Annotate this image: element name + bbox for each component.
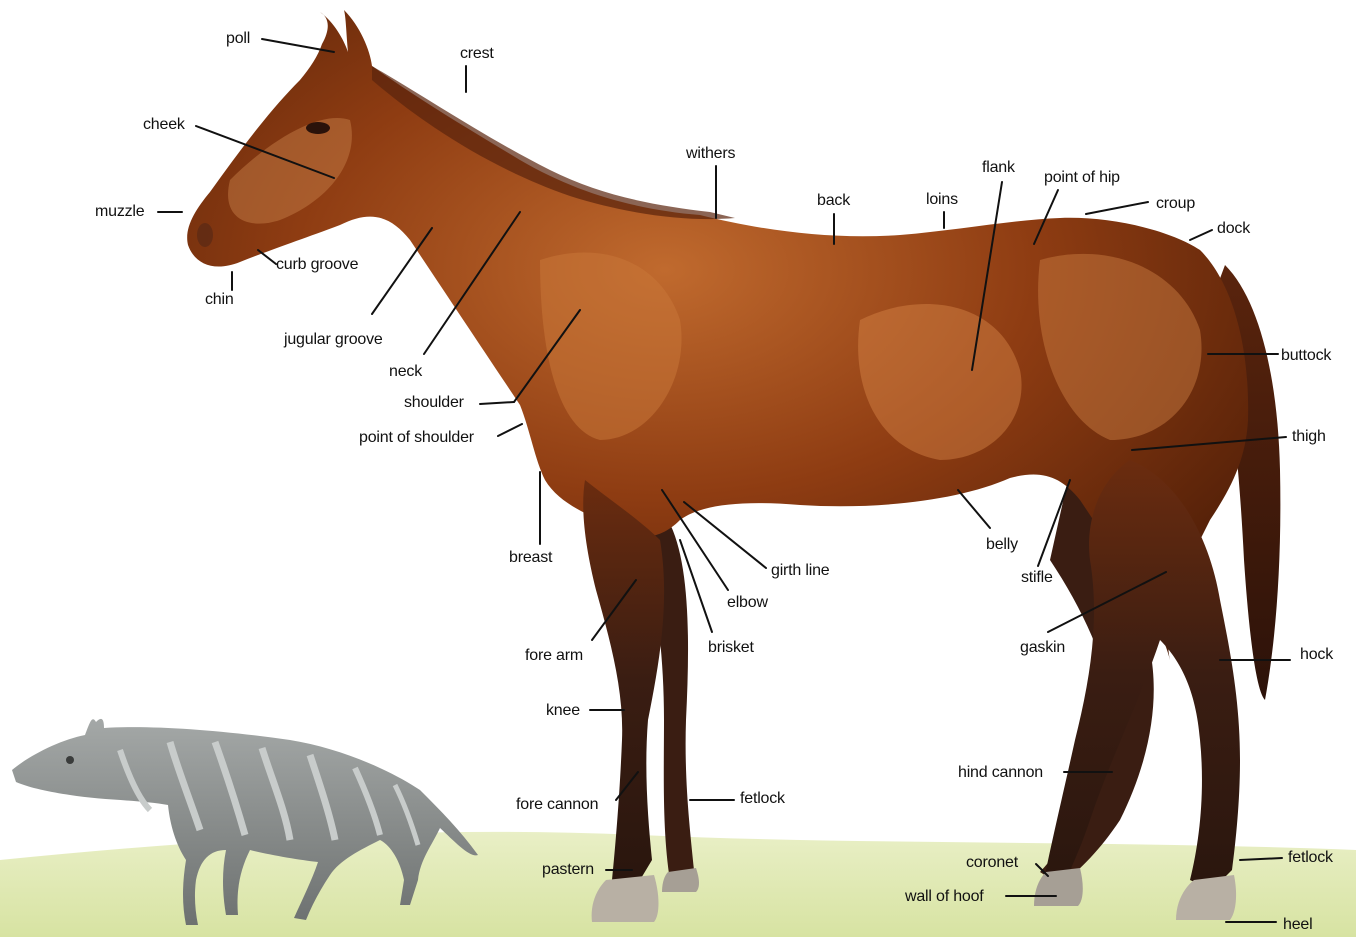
label-point-of-hip: point of hip <box>1044 169 1120 187</box>
label-girth-line: girth line <box>771 562 829 580</box>
label-hind-cannon: hind cannon <box>958 764 1043 782</box>
leader-shoulder <box>480 402 514 404</box>
leader-dock <box>1190 230 1212 240</box>
leader-belly <box>958 490 990 528</box>
horse-nostril <box>197 223 213 247</box>
label-stifle: stifle <box>1021 569 1053 587</box>
label-back: back <box>817 192 850 210</box>
label-gaskin: gaskin <box>1020 639 1065 657</box>
eohippus-eye <box>66 756 74 764</box>
label-fetlock-hind: fetlock <box>1288 849 1333 867</box>
label-croup: croup <box>1156 195 1195 213</box>
label-crest: crest <box>460 45 494 63</box>
leader-croup <box>1086 202 1148 214</box>
horse-eye <box>306 122 330 134</box>
leader-point-of-shoulder <box>498 424 522 436</box>
label-buttock: buttock <box>1281 347 1331 365</box>
label-fetlock-fore: fetlock <box>740 790 785 808</box>
horse-near-foreleg <box>583 480 664 880</box>
label-elbow: elbow <box>727 594 768 612</box>
leader-jugular-groove <box>372 228 432 314</box>
label-withers: withers <box>686 145 735 163</box>
label-dock: dock <box>1217 220 1250 238</box>
leader-girth-line <box>684 502 766 568</box>
label-point-of-shoulder: point of shoulder <box>359 429 474 447</box>
label-flank: flank <box>982 159 1015 177</box>
label-knee: knee <box>546 702 580 720</box>
label-muzzle: muzzle <box>95 203 144 221</box>
label-coronet: coronet <box>966 854 1018 872</box>
label-shoulder: shoulder <box>404 394 464 412</box>
label-wall-of-hoof: wall of hoof <box>905 888 984 906</box>
label-curb-groove: curb groove <box>276 256 358 274</box>
label-heel: heel <box>1283 916 1312 934</box>
label-brisket: brisket <box>708 639 754 657</box>
label-chin: chin <box>205 291 234 309</box>
label-cheek: cheek <box>143 116 185 134</box>
label-fore-cannon: fore cannon <box>516 796 598 814</box>
label-poll: poll <box>226 30 250 48</box>
label-fore-arm: fore arm <box>525 647 583 665</box>
label-jugular-groove: jugular groove <box>284 331 383 349</box>
label-hock: hock <box>1300 646 1333 664</box>
leader-curb-groove <box>258 250 276 264</box>
label-thigh: thigh <box>1292 428 1326 446</box>
label-belly: belly <box>986 536 1018 554</box>
label-neck: neck <box>389 363 422 381</box>
label-breast: breast <box>509 549 552 567</box>
label-loins: loins <box>926 191 958 209</box>
label-pastern: pastern <box>542 861 594 879</box>
